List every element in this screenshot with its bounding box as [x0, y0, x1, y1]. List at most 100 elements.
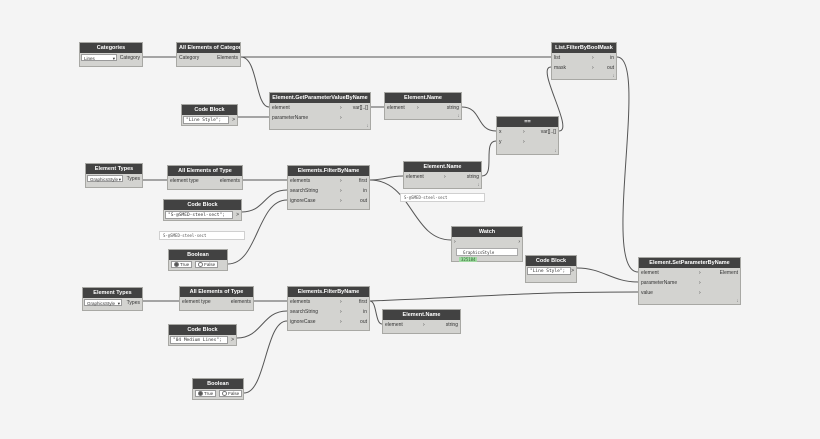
- category-dropdown[interactable]: Lines ▾: [81, 54, 117, 61]
- filter-by-name-node-1[interactable]: Elements.FilterByName elements › first s…: [287, 165, 370, 210]
- input-port[interactable]: element: [387, 105, 405, 111]
- input-port-elements[interactable]: elements: [290, 299, 311, 305]
- input-port-searchstring[interactable]: searchString: [290, 188, 319, 194]
- element-type-dropdown[interactable]: GraphicsStyle ▾: [84, 299, 122, 306]
- wire-filter2-to-name3: [369, 300, 383, 325]
- node-title: Element.Name: [383, 310, 460, 320]
- output-port[interactable]: >: [231, 337, 234, 343]
- true-label: True: [204, 391, 214, 396]
- all-elements-of-type-node-2[interactable]: All Elements of Type element type elemen…: [179, 286, 254, 311]
- true-option[interactable]: True: [195, 390, 217, 397]
- input-port[interactable]: ›: [454, 239, 456, 245]
- input-port-value[interactable]: value: [641, 290, 653, 296]
- input-port-y[interactable]: y: [499, 139, 502, 145]
- node-title: Boolean: [193, 379, 243, 389]
- lacing-icon[interactable]: ⁞: [736, 298, 738, 303]
- false-label: False: [204, 262, 216, 267]
- input-port-parametername[interactable]: parameterName: [272, 115, 309, 121]
- output-port-in[interactable]: in: [610, 55, 614, 61]
- element-name-node-2[interactable]: Element.Name element › string ⁞: [403, 161, 482, 189]
- code-block-node-3[interactable]: Code Block "Line Style"; >: [525, 255, 577, 283]
- output-port[interactable]: Elements: [217, 55, 238, 61]
- output-port[interactable]: >: [571, 268, 574, 274]
- input-port-element[interactable]: element: [272, 105, 290, 111]
- code-block-node-1[interactable]: Code Block "Line Style"; >: [181, 104, 238, 126]
- input-port[interactable]: element: [385, 322, 403, 328]
- input-port-parametername[interactable]: parameterName: [641, 280, 678, 286]
- node-title: Element Types: [86, 164, 142, 174]
- output-port[interactable]: elements: [230, 299, 251, 305]
- output-port-out[interactable]: out: [607, 65, 614, 71]
- element-types-node-1[interactable]: Element Types GraphicsStyle ▾ Types: [85, 163, 143, 188]
- watch-element-id[interactable]: 325184: [459, 257, 478, 262]
- output-port-out[interactable]: out: [360, 198, 367, 204]
- lacing-icon[interactable]: ⁞: [457, 113, 459, 118]
- chevron-right-icon: ›: [340, 309, 342, 315]
- output-port-in[interactable]: in: [363, 188, 367, 194]
- boolean-node-2[interactable]: Boolean True False: [192, 378, 244, 400]
- code-editor[interactable]: "04 Medium Lines";: [170, 336, 228, 344]
- element-name-node-1[interactable]: Element.Name element › string ⁞: [384, 92, 462, 120]
- input-port-searchstring[interactable]: searchString: [290, 309, 319, 315]
- input-port[interactable]: element type: [182, 299, 211, 305]
- input-port-element[interactable]: element: [641, 270, 659, 276]
- get-parameter-value-node[interactable]: Element.GetParameterValueByName element …: [269, 92, 371, 130]
- input-port-elements[interactable]: elements: [290, 178, 311, 184]
- output-port[interactable]: string: [466, 174, 479, 180]
- list-filter-by-bool-mask-node[interactable]: List.FilterByBoolMask list › in mask › o…: [551, 42, 617, 80]
- input-port[interactable]: element: [406, 174, 424, 180]
- output-port-out[interactable]: out: [360, 319, 367, 325]
- element-type-dropdown[interactable]: GraphicsStyle ▾: [87, 175, 123, 182]
- wire-codeblock2-to-filter1: [241, 189, 288, 213]
- filter-by-name-node-2[interactable]: Elements.FilterByName elements › first s…: [287, 286, 370, 331]
- output-port-in[interactable]: in: [363, 309, 367, 315]
- output-port[interactable]: Types: [126, 176, 140, 182]
- all-elements-of-type-node-1[interactable]: All Elements of Type element type elemen…: [167, 165, 243, 190]
- output-port[interactable]: var[]..[]: [352, 105, 368, 111]
- input-port[interactable]: element type: [170, 178, 199, 184]
- input-port-ignorecase[interactable]: ignoreCase: [290, 319, 316, 325]
- input-port-mask[interactable]: mask: [554, 65, 566, 71]
- output-port[interactable]: >: [232, 117, 235, 123]
- lacing-icon[interactable]: ⁞: [554, 148, 556, 153]
- true-option[interactable]: True: [171, 261, 193, 268]
- lacing-icon[interactable]: ⁞: [477, 182, 479, 187]
- output-port[interactable]: >: [236, 212, 239, 218]
- output-port[interactable]: Types: [126, 300, 140, 306]
- input-port[interactable]: Category: [179, 55, 200, 61]
- output-port[interactable]: elements: [219, 178, 240, 184]
- output-port[interactable]: ›: [518, 239, 520, 245]
- output-port-first[interactable]: first: [358, 178, 367, 184]
- categories-node[interactable]: Categories Lines ▾ Category: [79, 42, 143, 67]
- lacing-icon[interactable]: ⁞: [366, 123, 368, 128]
- node-title: All Elements of Type: [180, 287, 253, 297]
- code-editor[interactable]: "Line Style";: [527, 267, 571, 275]
- output-port[interactable]: string: [446, 105, 459, 111]
- wire-codeblock3-to-setparam: [576, 267, 639, 283]
- boolean-node-1[interactable]: Boolean True False: [168, 249, 228, 271]
- set-parameter-node[interactable]: Element.SetParameterByName element › Ele…: [638, 257, 741, 305]
- node-title: Code Block: [182, 105, 237, 115]
- code-block-node-2[interactable]: Code Block "S-@SMED-steel-sect"; >: [163, 199, 242, 221]
- output-port[interactable]: string: [445, 322, 458, 328]
- code-block-node-4[interactable]: Code Block "04 Medium Lines"; >: [168, 324, 237, 346]
- input-port-ignorecase[interactable]: ignoreCase: [290, 198, 316, 204]
- input-port-x[interactable]: x: [499, 129, 502, 135]
- output-port-first[interactable]: first: [358, 299, 367, 305]
- element-types-node-2[interactable]: Element Types GraphicsStyle ▾ Types: [82, 287, 143, 311]
- false-option[interactable]: False: [219, 390, 243, 397]
- lacing-icon[interactable]: ⁞: [612, 73, 614, 78]
- output-port[interactable]: Element: [719, 270, 738, 276]
- element-name-node-3[interactable]: Element.Name element › string: [382, 309, 461, 334]
- node-title: Element Types: [83, 288, 142, 298]
- input-port-list[interactable]: list: [554, 55, 561, 61]
- equals-node[interactable]: == x › var[]..[] y › ⁞: [496, 116, 559, 155]
- false-option[interactable]: False: [195, 261, 219, 268]
- output-port[interactable]: Category: [119, 55, 140, 61]
- wire-equals-to-mask: [546, 66, 564, 132]
- code-editor[interactable]: "Line Style";: [183, 116, 229, 124]
- code-editor[interactable]: "S-@SMED-steel-sect";: [165, 211, 233, 219]
- watch-node[interactable]: Watch › › GraphicsStyle 325184: [451, 226, 523, 262]
- all-elements-of-category-node[interactable]: All Elements of Category Category Elemen…: [176, 42, 241, 67]
- output-port[interactable]: var[]..[]: [540, 129, 556, 135]
